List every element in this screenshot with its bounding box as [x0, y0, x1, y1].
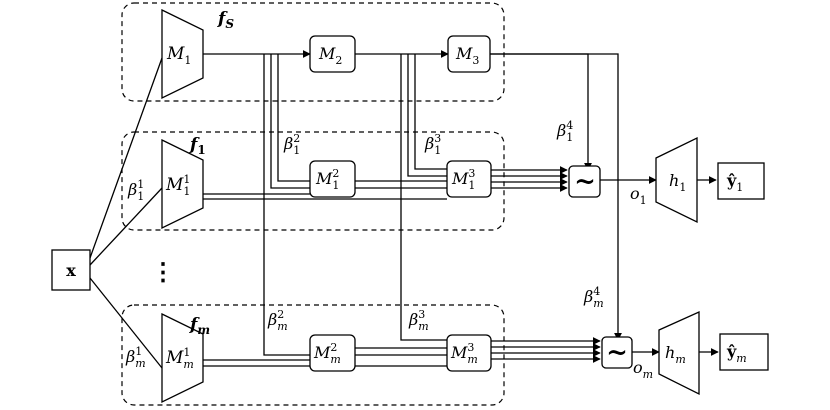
edge-tap2-a	[400, 54, 447, 341]
block-shared-2-label: M2	[318, 44, 342, 67]
edge-x-to-m1	[89, 57, 163, 259]
ellipsis-label: ⋮	[151, 257, 175, 286]
edge-tap1-c	[277, 54, 310, 182]
head-m-label: hm	[665, 343, 686, 366]
edge-tap1-b	[270, 54, 310, 189]
head-1-label: h1	[669, 171, 686, 194]
prediction-task-1	[717, 162, 765, 200]
prediction-m-label: ŷm	[726, 342, 747, 365]
aggregator-task-m-symbol: ~	[606, 338, 628, 368]
shared-group-label: fS	[217, 9, 234, 31]
head-task-m	[658, 310, 700, 396]
task-group-1-frame	[121, 131, 505, 231]
prediction-task-m	[719, 333, 769, 371]
task-group-1-label: f1	[189, 135, 206, 157]
edge-x-to-m1-m	[89, 277, 163, 369]
prediction-1-label: ŷ1	[726, 171, 743, 194]
task-group-m-frame	[121, 304, 505, 406]
aggregator-task-1	[568, 165, 601, 198]
encoder-shared-label: M1	[166, 44, 191, 67]
output-m-label: om	[633, 358, 653, 381]
block-shared-3	[447, 35, 491, 73]
edges	[89, 50, 719, 369]
encoder-task-m	[161, 312, 204, 404]
edge-tap2-c	[414, 54, 447, 170]
shared-group-frame	[121, 2, 505, 102]
encoder-task-1	[161, 138, 204, 230]
task-group-m-label: fm	[189, 315, 210, 337]
block-shared-2	[309, 35, 356, 73]
edge-m3-to-agg1	[490, 53, 592, 171]
edge-tap2-b	[407, 54, 447, 177]
edge-m3-to-aggm	[490, 53, 622, 341]
aggregator-task-1-symbol: ~	[574, 167, 596, 197]
block-shared-3-label: M3	[455, 44, 479, 67]
input-node	[51, 249, 91, 291]
block-task-m-3	[446, 334, 492, 372]
edge-tap1-a	[263, 54, 310, 356]
edge-x-to-m1-1	[89, 187, 163, 266]
head-task-1	[655, 136, 698, 224]
block-task-1-2	[309, 160, 356, 198]
input-label: x	[66, 261, 76, 280]
block-task-1-3	[446, 160, 492, 198]
block-task-m-2	[309, 334, 356, 372]
aggregator-task-m	[601, 336, 633, 369]
encoder-shared	[161, 8, 204, 100]
output-1-label: o1	[630, 184, 647, 207]
